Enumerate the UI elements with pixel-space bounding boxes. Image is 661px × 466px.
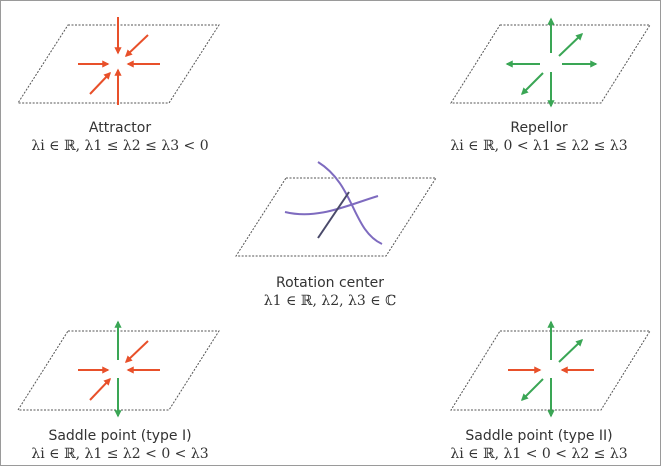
saddle-type1-caption: Saddle point (type I) λi ∈ ℝ, λ1 ≤ λ2 < … [0, 428, 240, 462]
attractor-name: Attractor [88, 120, 152, 136]
saddle-type1-condition: λi ∈ ℝ, λ1 ≤ λ2 < 0 < λ3 [31, 446, 209, 463]
attractor-condition: λi ∈ ℝ, λ1 ≤ λ2 ≤ λ3 < 0 [31, 138, 209, 155]
repellor-name: Repellor [510, 120, 568, 136]
saddle-type2-panel [450, 320, 651, 418]
attractor-caption: Attractor λi ∈ ℝ, λ1 ≤ λ2 ≤ λ3 < 0 [0, 120, 240, 154]
repellor-arrow-lower-left [520, 72, 544, 96]
saddle-type2-caption: Saddle point (type II) λi ∈ ℝ, λ1 < 0 < … [420, 428, 658, 462]
repellor-condition: λi ∈ ℝ, 0 < λ1 ≤ λ2 ≤ λ3 [450, 138, 628, 155]
saddle1-arrow-lower-left [89, 377, 111, 401]
saddle1-arrow-upper-right [124, 340, 149, 363]
saddle-type2-plane [450, 330, 651, 411]
rotation-center-condition: λ1 ∈ ℝ, λ2, λ3 ∈ ℂ [263, 293, 397, 310]
repellor-arrow-upper-right [558, 33, 584, 57]
saddle-type1-name: Saddle point (type I) [48, 428, 192, 444]
repellor-panel [450, 17, 651, 108]
saddle2-arrow-upper-right [558, 339, 584, 363]
saddle-type2-name: Saddle point (type II) [465, 428, 613, 444]
repellor-caption: Repellor λi ∈ ℝ, 0 < λ1 ≤ λ2 ≤ λ3 [420, 120, 658, 154]
rotation-center-caption: Rotation center λ1 ∈ ℝ, λ2, λ3 ∈ ℂ [210, 275, 450, 309]
repellor-plane [450, 24, 651, 104]
rotation-center-name: Rotation center [275, 275, 385, 291]
saddle-type2-condition: λi ∈ ℝ, λ1 < 0 < λ2 ≤ λ3 [450, 446, 628, 463]
rotation-axis [317, 191, 350, 239]
rotation-center-plane [235, 177, 437, 257]
attractor-panel [17, 17, 220, 105]
attractor-arrow-upper-right [124, 34, 149, 57]
rotation-curve-a [317, 161, 383, 245]
saddle2-arrow-lower-left [520, 378, 544, 402]
rotation-center-panel [235, 161, 437, 257]
attractor-arrow-lower-left [89, 71, 111, 95]
saddle-type1-panel [17, 320, 220, 418]
rotation-curve-b [284, 195, 379, 216]
